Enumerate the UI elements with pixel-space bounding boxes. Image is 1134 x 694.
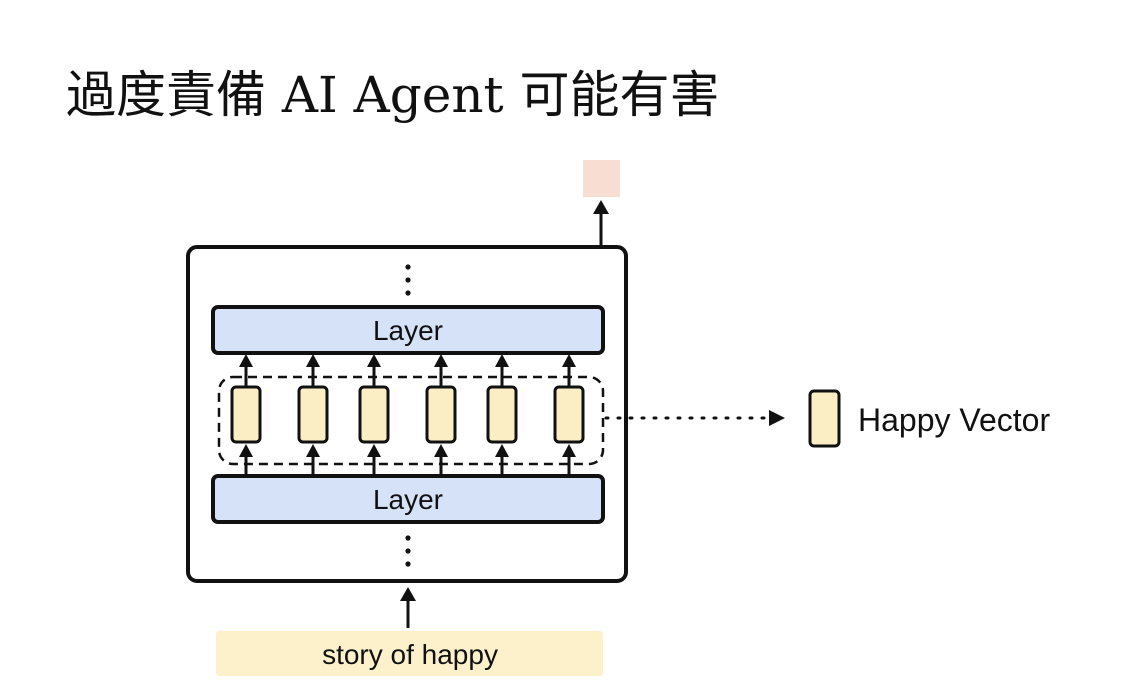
happy-vector-label: Happy Vector	[858, 402, 1050, 438]
vector-input-arrow	[562, 444, 576, 476]
output-token	[583, 160, 620, 197]
hidden-vector	[486, 385, 518, 444]
hidden-vector	[230, 385, 262, 444]
vector-input-arrow	[495, 444, 509, 476]
input-arrow	[400, 587, 416, 628]
hidden-vectors-group	[217, 375, 605, 466]
vector-output-arrow	[434, 354, 448, 386]
hidden-vectors	[230, 354, 585, 476]
vector-output-arrow	[562, 354, 576, 386]
hidden-vector	[297, 385, 329, 444]
happy-vector-dotted-arrow	[604, 410, 785, 426]
vector-input-arrow	[239, 444, 253, 476]
layer-bottom-label: Layer	[373, 484, 443, 515]
layer-bottom: Layer	[211, 474, 605, 524]
vector-output-arrow	[367, 354, 381, 386]
layer-top: Layer	[211, 305, 605, 355]
vector-output-arrow	[306, 354, 320, 386]
hidden-vector	[553, 385, 585, 444]
vector-input-arrow	[306, 444, 320, 476]
hidden-vector	[425, 385, 457, 444]
input-box	[216, 631, 603, 676]
hidden-vector	[358, 385, 390, 444]
page-title: 過度責備 AI Agent 可能有害	[66, 66, 720, 124]
vector-input-arrow	[367, 444, 381, 476]
happy-vector-box	[808, 389, 841, 448]
vector-output-arrow	[239, 354, 253, 386]
vector-input-arrow	[434, 444, 448, 476]
input-label: story of happy	[322, 639, 498, 670]
bottom-ellipsis	[405, 535, 411, 567]
top-ellipsis	[405, 264, 411, 296]
output-arrow	[593, 200, 609, 246]
vector-output-arrow	[495, 354, 509, 386]
layer-top-label: Layer	[373, 315, 443, 346]
